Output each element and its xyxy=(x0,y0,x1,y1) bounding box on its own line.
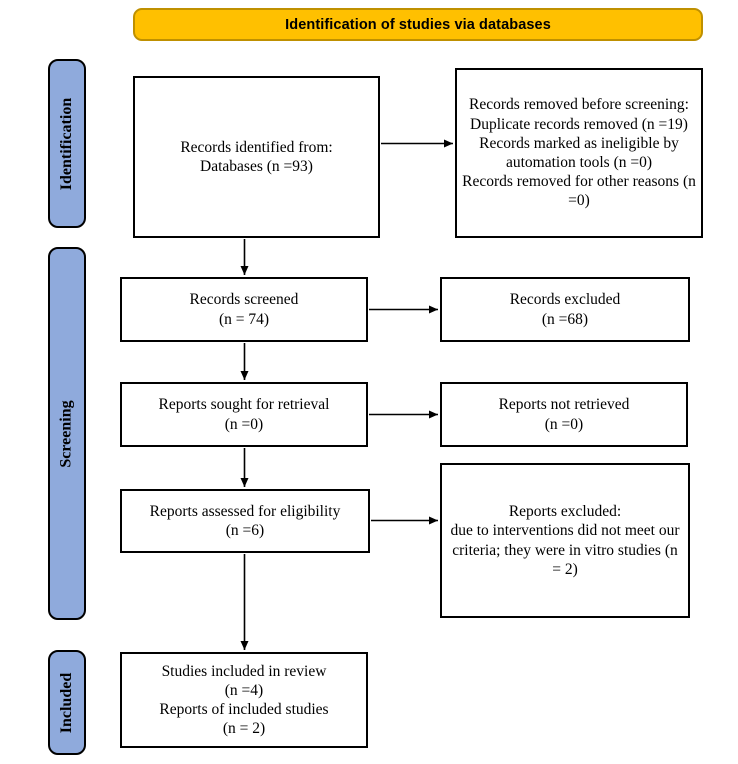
box-reports-assessed-for-eligibility: Reports assessed for eligibility (n =6) xyxy=(120,489,370,553)
box-studies-included-in-review: Studies included in review (n =4) Report… xyxy=(120,652,368,748)
stage-screening-label: Screening xyxy=(58,399,76,468)
stage-included: Included xyxy=(48,650,86,755)
box-records-screened: Records screened (n = 74) xyxy=(120,277,368,342)
banner: Identification of studies via databases xyxy=(133,8,703,41)
box-records-identified: Records identified from: Databases (n =9… xyxy=(133,76,380,238)
box-records-removed-before-screening: Records removed before screening: Duplic… xyxy=(455,68,703,238)
box-reports-sought-for-retrieval: Reports sought for retrieval (n =0) xyxy=(120,382,368,447)
stage-identification: Identification xyxy=(48,59,86,228)
stage-included-label: Included xyxy=(58,672,75,733)
box-reports-excluded: Reports excluded: due to interventions d… xyxy=(440,463,690,618)
box-records-excluded: Records excluded (n =68) xyxy=(440,277,690,342)
stage-identification-label: Identification xyxy=(58,97,76,190)
stage-screening: Screening xyxy=(48,247,86,620)
banner-label: Identification of studies via databases xyxy=(285,16,551,33)
box-reports-not-retrieved: Reports not retrieved (n =0) xyxy=(440,382,688,447)
